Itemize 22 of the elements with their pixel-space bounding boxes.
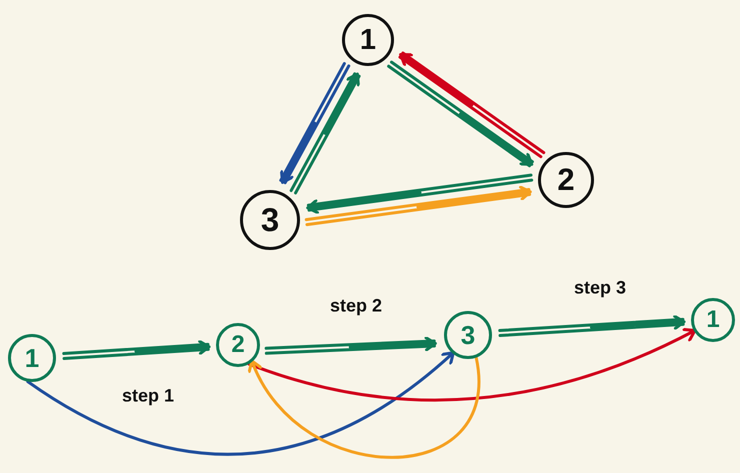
arrow [248,356,480,459]
arrow [290,72,361,194]
arrow [306,174,534,214]
arrow [304,186,532,226]
arrow [498,314,686,338]
arrow [279,62,350,184]
arrow [26,351,455,456]
circled-number: 1 [342,14,394,66]
arrow [264,336,437,355]
circled-number: 2 [216,323,260,367]
edge-label: step 3 [574,278,626,298]
arrow [398,52,546,158]
arrow [62,340,211,360]
circled-number: 3 [240,190,300,250]
circled-number: 3 [444,311,492,359]
edge-label: step 2 [330,296,382,316]
circled-number: 1 [691,298,735,342]
arrow [248,328,696,402]
circled-number: 2 [538,152,594,208]
circled-number: 1 [8,334,56,382]
arrow [387,60,534,168]
edge-label: step 1 [122,386,174,406]
